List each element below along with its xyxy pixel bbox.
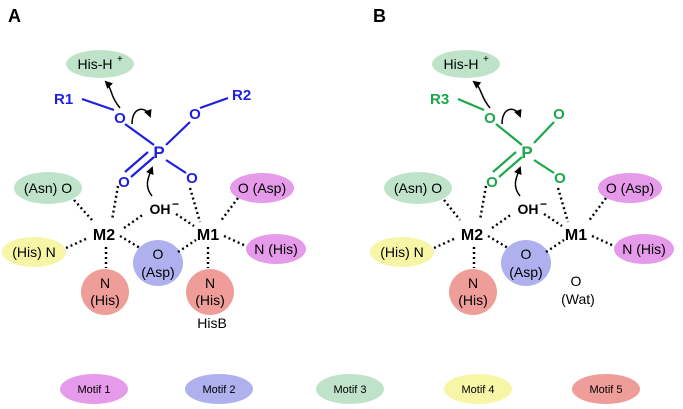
arrow-oh-p <box>146 166 154 197</box>
phosphorus: P <box>153 143 164 162</box>
r2-label: R2 <box>232 87 251 104</box>
asp-bridge-ellipse <box>133 240 183 286</box>
his-m2-n-b: N <box>468 275 478 291</box>
o-left-b: O <box>484 110 496 127</box>
o-right: O <box>189 106 201 123</box>
n-his-right-ellipse <box>246 234 306 264</box>
asp-o-top-label: O (Asp) <box>238 180 286 196</box>
legend-motif-1: Motif 1 <box>77 384 110 396</box>
his-n-left-label: (His) N <box>12 244 56 260</box>
his-h-plus-b: + <box>483 54 489 65</box>
n-his-right-ellipse-b <box>614 234 674 264</box>
arrow-oh-p-b <box>514 166 522 197</box>
r1-label: R1 <box>54 91 73 108</box>
legend-motif-4-swatch <box>444 374 512 404</box>
his-left-ellipse <box>2 237 66 267</box>
panel-b-letter: B <box>373 6 386 26</box>
asp-bridge-res-b: (Asp) <box>509 264 542 280</box>
his-m2-res: (His) <box>90 292 120 308</box>
phosphorus-b: P <box>521 143 532 162</box>
asp-bridge-o-b: O <box>521 246 532 262</box>
his-m2-n: N <box>100 275 110 291</box>
hydroxide-label: OH <box>150 201 171 217</box>
arrow-proton-b <box>472 80 491 109</box>
asp-bridge-ellipse-b <box>501 240 551 286</box>
his-m2-res-b: (His) <box>458 292 488 308</box>
metal-m1-b: M1 <box>565 227 587 244</box>
hydroxide-label-b: OH <box>518 201 539 217</box>
arrow-proton <box>104 80 121 109</box>
o-left: O <box>114 110 126 127</box>
legend-motif-1-swatch <box>60 374 128 404</box>
legend-motif-3-swatch <box>316 374 384 404</box>
o-bottom: O <box>186 170 198 187</box>
arrow-o-p-b <box>501 108 522 125</box>
asp-top-ellipse-b <box>598 173 662 203</box>
his-n-left-label-b: (His) N <box>380 244 424 260</box>
panel-b: B His-H + R3 O O P O O (Asn) O O (Asp) (… <box>370 6 674 315</box>
his-h-label: His-H <box>78 56 113 72</box>
r3-label: R3 <box>430 91 449 108</box>
arrow-o-p <box>131 108 152 125</box>
legend-motif-2-swatch <box>185 374 253 404</box>
legend-motif-4: Motif 4 <box>461 384 494 396</box>
legend: Motif 1 Motif 2 Motif 3 Motif 4 Motif 5 <box>60 374 640 404</box>
metal-m2-b: M2 <box>461 227 483 244</box>
his-m2-ellipse <box>81 269 129 315</box>
panel-a-letter: A <box>8 6 21 26</box>
his-left-ellipse-b <box>370 237 434 267</box>
hydroxide-minus: − <box>172 197 179 211</box>
hydroxide-minus-b: − <box>540 197 547 211</box>
legend-motif-3: Motif 3 <box>333 384 366 396</box>
o-double-bond: O <box>118 174 130 191</box>
metal-m1: M1 <box>197 227 219 244</box>
wat-o: O <box>571 273 582 289</box>
panel-a: A His-H + R1 R2 O O P O O (Asn) O O (Asp… <box>2 6 306 331</box>
asp-bridge-res: (Asp) <box>141 264 174 280</box>
metal-m2: M2 <box>93 227 115 244</box>
asp-o-top-label-b: O (Asp) <box>606 180 654 196</box>
his-h-label-b: His-H <box>444 56 479 72</box>
asn-o-label-b: (Asn) O <box>394 180 442 196</box>
wat-res: (Wat) <box>561 291 595 307</box>
o-bottom-b: O <box>554 170 566 187</box>
his-m1-n: N <box>205 275 215 291</box>
his-h-ellipse <box>66 50 134 78</box>
o-double-bond-b: O <box>486 174 498 191</box>
asn-ellipse-b <box>384 172 452 204</box>
asp-top-ellipse <box>230 173 294 203</box>
hisb-label: HisB <box>197 315 227 331</box>
asn-ellipse <box>14 172 82 204</box>
his-h-plus: + <box>117 54 123 65</box>
asn-o-label: (Asn) O <box>24 180 72 196</box>
n-his-right-label-b: N (His) <box>622 241 666 257</box>
legend-motif-5-swatch <box>572 374 640 404</box>
asp-bridge-o: O <box>153 246 164 262</box>
legend-motif-2: Motif 2 <box>202 384 235 396</box>
his-m2-ellipse-b <box>449 269 497 315</box>
his-m1-res: (His) <box>195 292 225 308</box>
legend-motif-5: Motif 5 <box>589 384 622 396</box>
his-m1-ellipse <box>186 269 234 315</box>
n-his-right-label: N (His) <box>254 241 298 257</box>
o-right-b: O <box>553 106 565 123</box>
his-h-ellipse-b <box>432 50 500 78</box>
